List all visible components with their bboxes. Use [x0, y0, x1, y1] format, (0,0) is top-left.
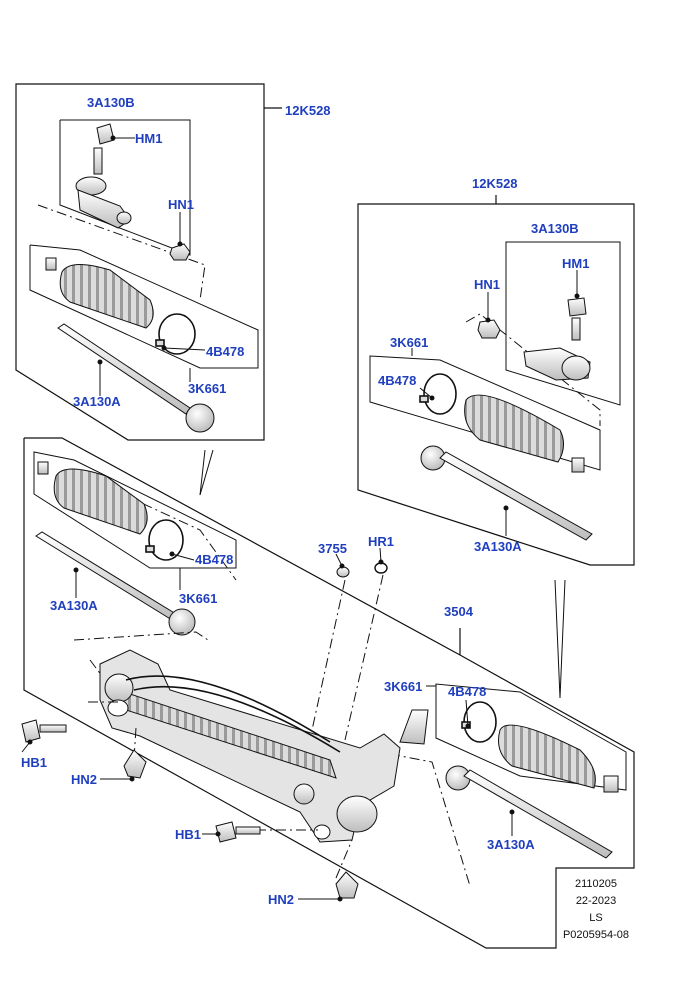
leader-lines [21, 135, 580, 948]
inner-rod-left-top [57, 323, 215, 433]
boot-right-lower [498, 724, 619, 793]
callout-boot-lower-right: 3K661 [384, 679, 423, 694]
callout-hb1-center: HB1 [175, 827, 202, 842]
reference-line-2: 22-2023 [575, 895, 617, 907]
view-wedge-top-left [199, 449, 214, 496]
hn1-nut-left [169, 243, 191, 261]
hn1-nut-right [477, 319, 501, 339]
kit-frame-left [15, 83, 282, 441]
hn2-nut-left [123, 749, 147, 779]
reference-line-1: 2110205 [574, 878, 617, 890]
callout-clamp-top-right: 4B478 [378, 373, 417, 388]
seal-3755-part [336, 566, 350, 578]
callout-tie-rod-end-left: 3A130B [87, 95, 135, 110]
inner-rod-right-top [420, 445, 593, 541]
dash-lines-lower-right [389, 753, 471, 887]
callout-rod-top-left: 3A130A [73, 394, 121, 409]
callout-rod-top-right: 3A130A [474, 539, 522, 554]
lower-right-boot-box [435, 683, 627, 791]
tie-rod-end-left [75, 123, 132, 229]
callout-hn1-left: HN1 [168, 197, 195, 212]
callout-rod-lower-right: 3A130A [487, 837, 535, 852]
tie-rod-end-box-left [29, 119, 259, 369]
clamp-left-top [155, 313, 196, 355]
main-frame [23, 437, 635, 949]
callout-hm1-left: HM1 [135, 131, 163, 146]
callout-hn2-bottom: HN2 [268, 892, 295, 907]
callout-boot-top-right: 3K661 [390, 335, 429, 350]
callout-hr1: HR1 [368, 534, 395, 549]
callout-kit-left: 12K528 [285, 103, 331, 118]
hb1-bolt-left [21, 719, 67, 743]
callout-boot-mid-left: 3K661 [179, 591, 218, 606]
boot-left-mid [37, 461, 148, 535]
callout-seal-3755: 3755 [318, 541, 347, 556]
callout-hb1-left: HB1 [21, 755, 48, 770]
callout-rod-mid-left: 3A130A [50, 598, 98, 613]
reference-line-3: LS [589, 912, 603, 924]
boot-left-top [45, 257, 154, 329]
inner-rod-left-mid [35, 531, 196, 636]
callout-hn1-right: HN1 [474, 277, 501, 292]
callout-hm1-right: HM1 [562, 256, 590, 271]
callout-hn2-left: HN2 [71, 772, 98, 787]
callout-clamp-top-left: 4B478 [206, 344, 245, 359]
reference-line-4: P0205954-08 [562, 929, 630, 941]
callout-tie-rod-end-right: 3A130B [531, 221, 579, 236]
callout-gear-3504: 3504 [444, 604, 473, 619]
view-wedge-right [554, 579, 566, 699]
clamp-left-mid [145, 519, 184, 561]
tie-rod-end-right [523, 297, 591, 381]
boot-right-top [464, 394, 585, 473]
callout-clamp-lower-right: 4B478 [448, 684, 487, 699]
clamp-right-top [419, 373, 457, 415]
tie-rod-end-box-right [369, 241, 621, 471]
hb1-bolt-center [215, 821, 261, 843]
kit-frame-right [357, 195, 635, 566]
callout-boot-top-left: 3K661 [188, 381, 227, 396]
callout-kit-right: 12K528 [472, 176, 518, 191]
callout-clamp-mid-left: 4B478 [195, 552, 234, 567]
hn2-nut-bottom [335, 871, 359, 899]
steering-gear-body [99, 649, 429, 843]
inner-rod-right-lower [445, 765, 613, 859]
